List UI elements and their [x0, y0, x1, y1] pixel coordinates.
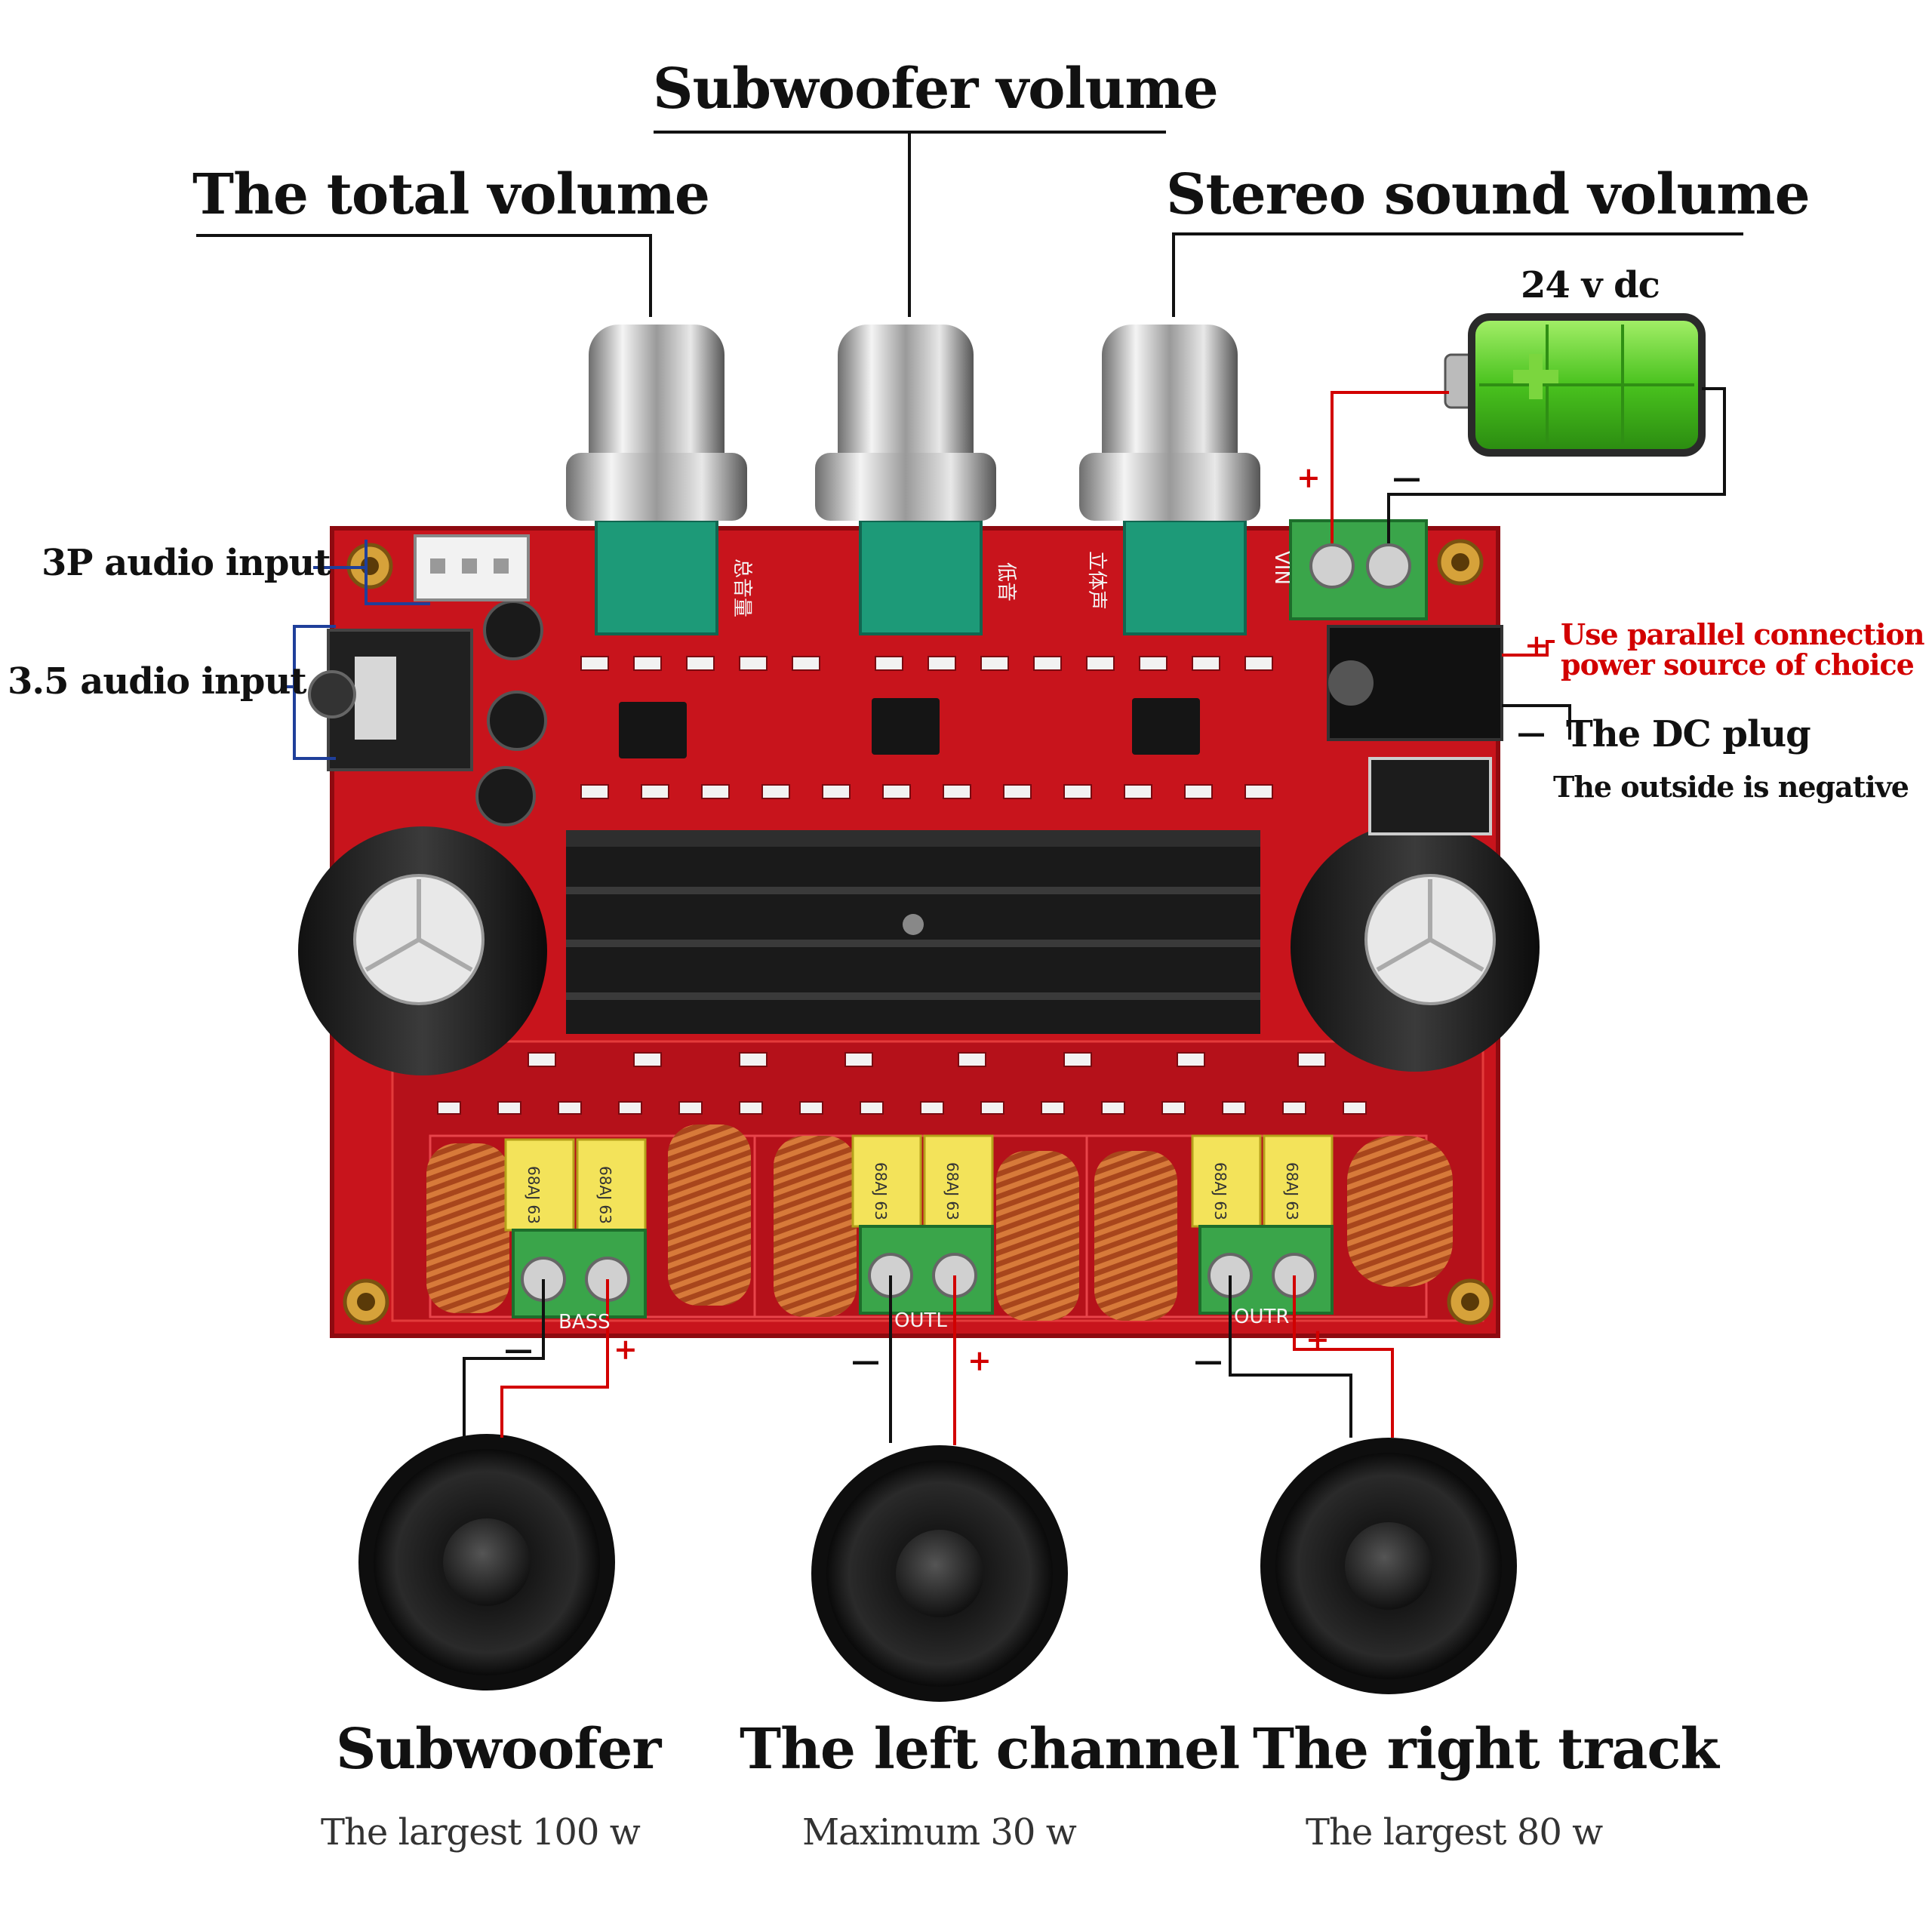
- speaker-name-left: The left channel: [740, 1717, 1240, 1782]
- heatsink: [566, 830, 1260, 1034]
- outl-minus-sign: —: [851, 1343, 880, 1377]
- total-volume-knob: [566, 325, 747, 521]
- dc-plus-sign: +: [1524, 628, 1549, 662]
- op-amp-chips: [619, 698, 1200, 758]
- outr-minus-sign: —: [1194, 1343, 1223, 1377]
- subwoofer-speaker: [358, 1434, 615, 1690]
- total-volume-label: The total volume: [192, 162, 710, 227]
- stereo-volume-label: Stereo sound volume: [1166, 162, 1810, 227]
- outr-plus-sign: +: [1306, 1322, 1330, 1356]
- mounting-holes: [343, 539, 1494, 1325]
- speaker-spec-subwoofer: The largest 100 w: [321, 1811, 641, 1854]
- silk-vin: VIN: [1270, 551, 1293, 585]
- svg-text:68AJ 63: 68AJ 63: [872, 1162, 890, 1220]
- silk-bass: 低音: [995, 562, 1017, 601]
- leader-lines: [196, 131, 1743, 1445]
- vin-terminal: [1289, 519, 1428, 620]
- dc-minus-sign: —: [1517, 715, 1546, 749]
- parallel-connection-line2: power source of choice: [1561, 648, 1915, 681]
- vin-minus-sign: —: [1392, 460, 1421, 494]
- 35-audio-input-label: 3.5 audio input: [8, 660, 307, 703]
- battery-voltage-label: 24 v dc: [1521, 264, 1660, 306]
- stereo-volume-knob: [1079, 325, 1260, 521]
- diode: [1368, 757, 1492, 835]
- battery: [1444, 313, 1706, 457]
- speaker-spec-right: The largest 80 w: [1306, 1811, 1603, 1854]
- dc-jack: [1327, 625, 1503, 741]
- right-track-speaker: [1260, 1438, 1517, 1694]
- subwoofer-volume-knob: [815, 325, 996, 521]
- parallel-connection-line1: Use parallel connection: [1561, 617, 1925, 651]
- potentiometers: [595, 519, 1247, 635]
- 3p-audio-input-label: 3P audio input: [42, 542, 331, 584]
- smd-components: [437, 656, 1367, 1115]
- left-channel-speaker: [811, 1445, 1068, 1702]
- output-terminals: [512, 1225, 1334, 1318]
- filter-capacitors: [298, 823, 1540, 1075]
- dc-plug-note: The outside is negative: [1553, 770, 1909, 804]
- speakers: [358, 1434, 1517, 1702]
- svg-text:68AJ 63: 68AJ 63: [943, 1162, 961, 1220]
- speaker-name-subwoofer: Subwoofer: [336, 1717, 661, 1782]
- audio-jack-35: [308, 629, 473, 771]
- svg-text:68AJ 63: 68AJ 63: [525, 1166, 543, 1224]
- subwoofer-volume-label: Subwoofer volume: [653, 57, 1219, 122]
- bass-minus-sign: —: [504, 1332, 533, 1366]
- speaker-name-right: The right track: [1253, 1717, 1719, 1782]
- bass-plus-sign: +: [614, 1332, 638, 1366]
- svg-text:68AJ 63: 68AJ 63: [1211, 1162, 1229, 1220]
- small-capacitors: [475, 600, 547, 826]
- dc-plug-label: The DC plug: [1566, 713, 1811, 755]
- silk-stereo: 立体声: [1085, 551, 1108, 610]
- volume-knobs: [566, 325, 1260, 521]
- silk-outr: OUTR: [1234, 1306, 1289, 1328]
- film-capacitors: [504, 1134, 1334, 1232]
- vin-plus-sign: +: [1297, 460, 1321, 494]
- svg-text:68AJ 63: 68AJ 63: [1283, 1162, 1301, 1220]
- speaker-spec-left: Maximum 30 w: [802, 1811, 1077, 1854]
- capacitor-markings: 68AJ 63 68AJ 63 68AJ 63 68AJ 63 68AJ 63 …: [525, 1162, 1301, 1224]
- outl-plus-sign: +: [968, 1343, 992, 1377]
- svg-text:68AJ 63: 68AJ 63: [596, 1166, 614, 1224]
- silk-text: 总音量 低音 立体声 VIN BASS OUTL OUTR: [558, 551, 1293, 1334]
- three-pin-connector: [414, 534, 530, 601]
- inductors: [426, 1124, 1453, 1321]
- silk-outl: OUTL: [894, 1309, 947, 1332]
- silk-total-volume: 总音量: [731, 558, 753, 617]
- silk-bass-out: BASS: [558, 1311, 611, 1334]
